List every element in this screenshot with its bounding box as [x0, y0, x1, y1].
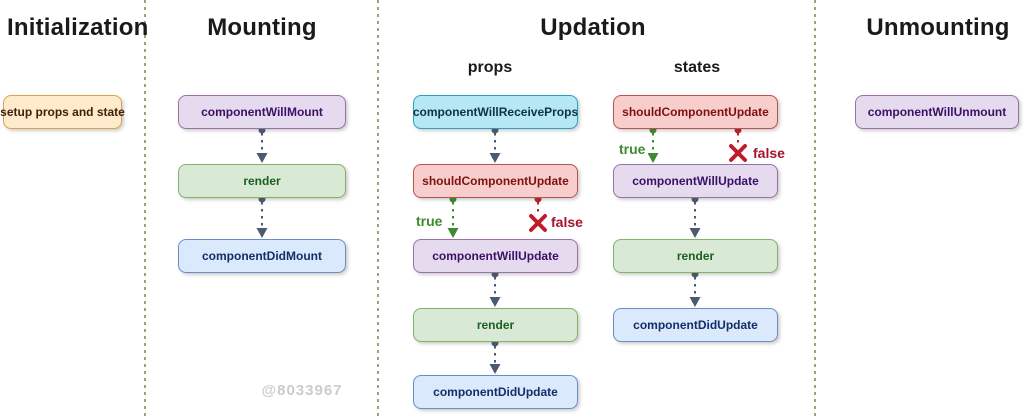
arrow-props-false	[534, 195, 542, 214]
x-mark-states-false	[729, 144, 747, 162]
arrow-states-true	[647, 126, 659, 163]
node-props-render: render	[413, 308, 578, 342]
node-states-render: render	[613, 239, 778, 273]
node-props-shouldcomponentupdate: shouldComponentUpdate	[413, 164, 578, 198]
column-separator	[377, 0, 379, 419]
node-componentdidmount: componentDidMount	[178, 239, 346, 273]
node-setup-props-and-state: setup props and state	[0, 95, 125, 129]
watermark: @8033967	[261, 382, 343, 399]
node-props-componentdidupdate: componentDidUpdate	[413, 375, 578, 409]
column-title-updation: Updation	[540, 14, 646, 41]
column-title-mounting: Mounting	[207, 14, 317, 41]
arrow-render-to-didmount	[256, 195, 268, 238]
arrow-willmount-to-render	[256, 126, 268, 163]
arrow-props-render-to-didupdate	[489, 339, 501, 374]
node-componentwillreceiveprops: componentWillReceiveProps	[413, 95, 578, 129]
arrow-receiveprops-to-shouldupdate	[489, 126, 501, 163]
node-props-componentwillupdate: componentWillUpdate	[413, 239, 578, 273]
arrow-states-render-to-didupdate	[689, 270, 701, 307]
x-mark-props-false	[529, 214, 547, 232]
column-title-unmounting: Unmounting	[866, 14, 1010, 41]
arrow-states-false	[734, 126, 742, 144]
subcolumn-title-props: props	[467, 59, 513, 76]
edge-label-props-false: false	[551, 214, 583, 230]
edge-label-props-true: true	[416, 213, 443, 229]
node-states-componentdidupdate: componentDidUpdate	[613, 308, 778, 342]
arrow-props-willupdate-to-render	[489, 270, 501, 307]
edge-label-states-true: true	[619, 141, 646, 157]
subcolumn-title-states: states	[673, 59, 721, 76]
column-separator	[814, 0, 816, 419]
node-states-shouldcomponentupdate: shouldComponentUpdate	[613, 95, 778, 129]
edge-label-states-false: false	[753, 145, 785, 161]
node-componentwillunmount: componentWillUnmount	[855, 95, 1019, 129]
node-states-componentwillupdate: componentWillUpdate	[613, 164, 778, 198]
arrow-states-willupdate-to-render	[689, 195, 701, 238]
column-title-initialization: Initialization	[7, 14, 149, 41]
arrow-props-true	[447, 195, 459, 238]
column-separator	[144, 0, 146, 419]
node-mounting-render: render	[178, 164, 346, 198]
node-componentwillmount: componentWillMount	[178, 95, 346, 129]
